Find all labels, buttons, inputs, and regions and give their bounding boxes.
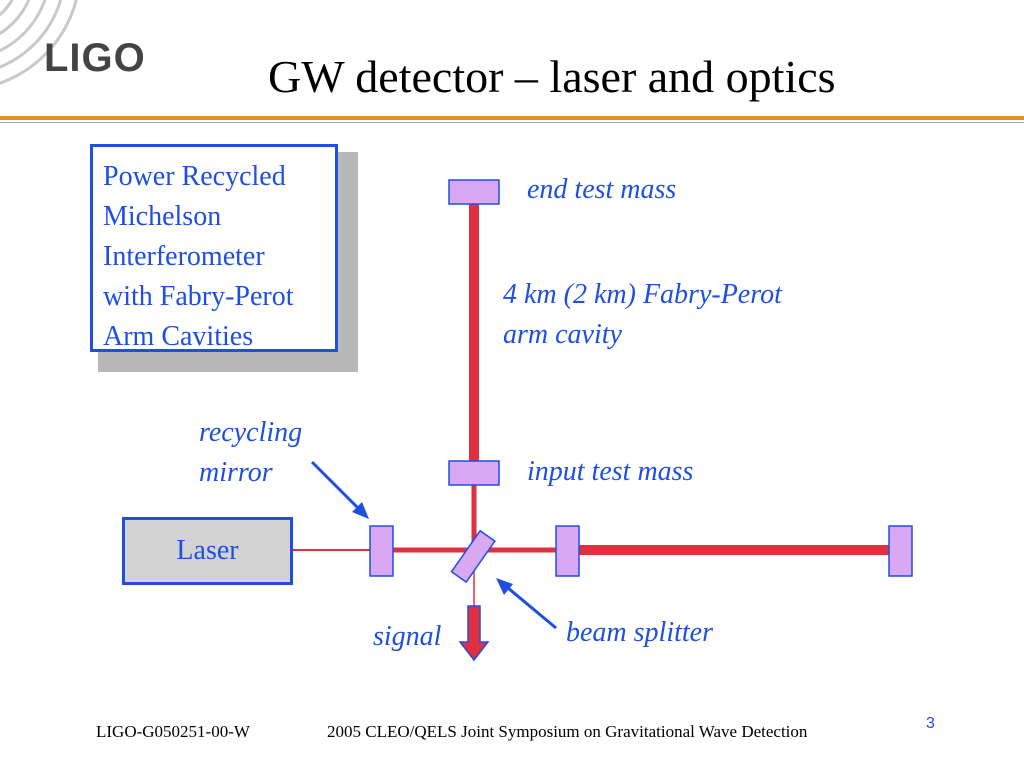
beam-splitter-arrowhead (496, 578, 513, 595)
signal-label: signal (373, 621, 442, 652)
recycling-mirror (369, 525, 394, 577)
footer-doc-id: LIGO-G050251-00-W (96, 722, 250, 741)
input-test-mass-vertical (448, 460, 500, 486)
ligo-logo: LIGO (44, 36, 146, 80)
laser-label: Laser (176, 535, 239, 566)
signal-arrow (458, 605, 490, 662)
callout-line: Michelson (103, 201, 222, 232)
beam-splitter-label: beam splitter (566, 617, 713, 648)
fabry-perot-label-line2: arm cavity (503, 319, 622, 350)
title-rule-orange (0, 116, 1024, 120)
input-test-mass-label: input test mass (527, 456, 694, 487)
end-test-mass-vertical (448, 179, 500, 205)
input-test-mass-horizontal (555, 525, 580, 577)
callout-line: with Fabry-Perot (103, 281, 294, 312)
recycling-mirror-pointer (310, 460, 366, 516)
laser-box: Laser (122, 517, 293, 585)
slide-title: GW detector – laser and optics (268, 51, 836, 102)
callout-line: Arm Cavities (103, 321, 254, 352)
end-test-mass-label: end test mass (527, 174, 677, 205)
recycling-mirror-label-line1: recycling (199, 417, 303, 448)
footer-event: 2005 CLEO/QELS Joint Symposium on Gravit… (327, 722, 808, 741)
recycling-mirror-label-line2: mirror (199, 457, 273, 488)
page-number: 3 (926, 715, 935, 732)
end-test-mass-horizontal (888, 525, 913, 577)
callout-line: Power Recycled (103, 161, 286, 192)
title-rule-gray (0, 122, 1024, 123)
callout-box: Power Recycled Michelson Interferometer … (90, 144, 338, 352)
callout-line: Interferometer (103, 241, 265, 272)
beam-splitter (450, 529, 496, 584)
recycling-mirror-arrowhead (352, 502, 369, 519)
fabry-perot-label-line1: 4 km (2 km) Fabry-Perot (503, 279, 782, 310)
beam-splitter-pointer (501, 581, 557, 630)
